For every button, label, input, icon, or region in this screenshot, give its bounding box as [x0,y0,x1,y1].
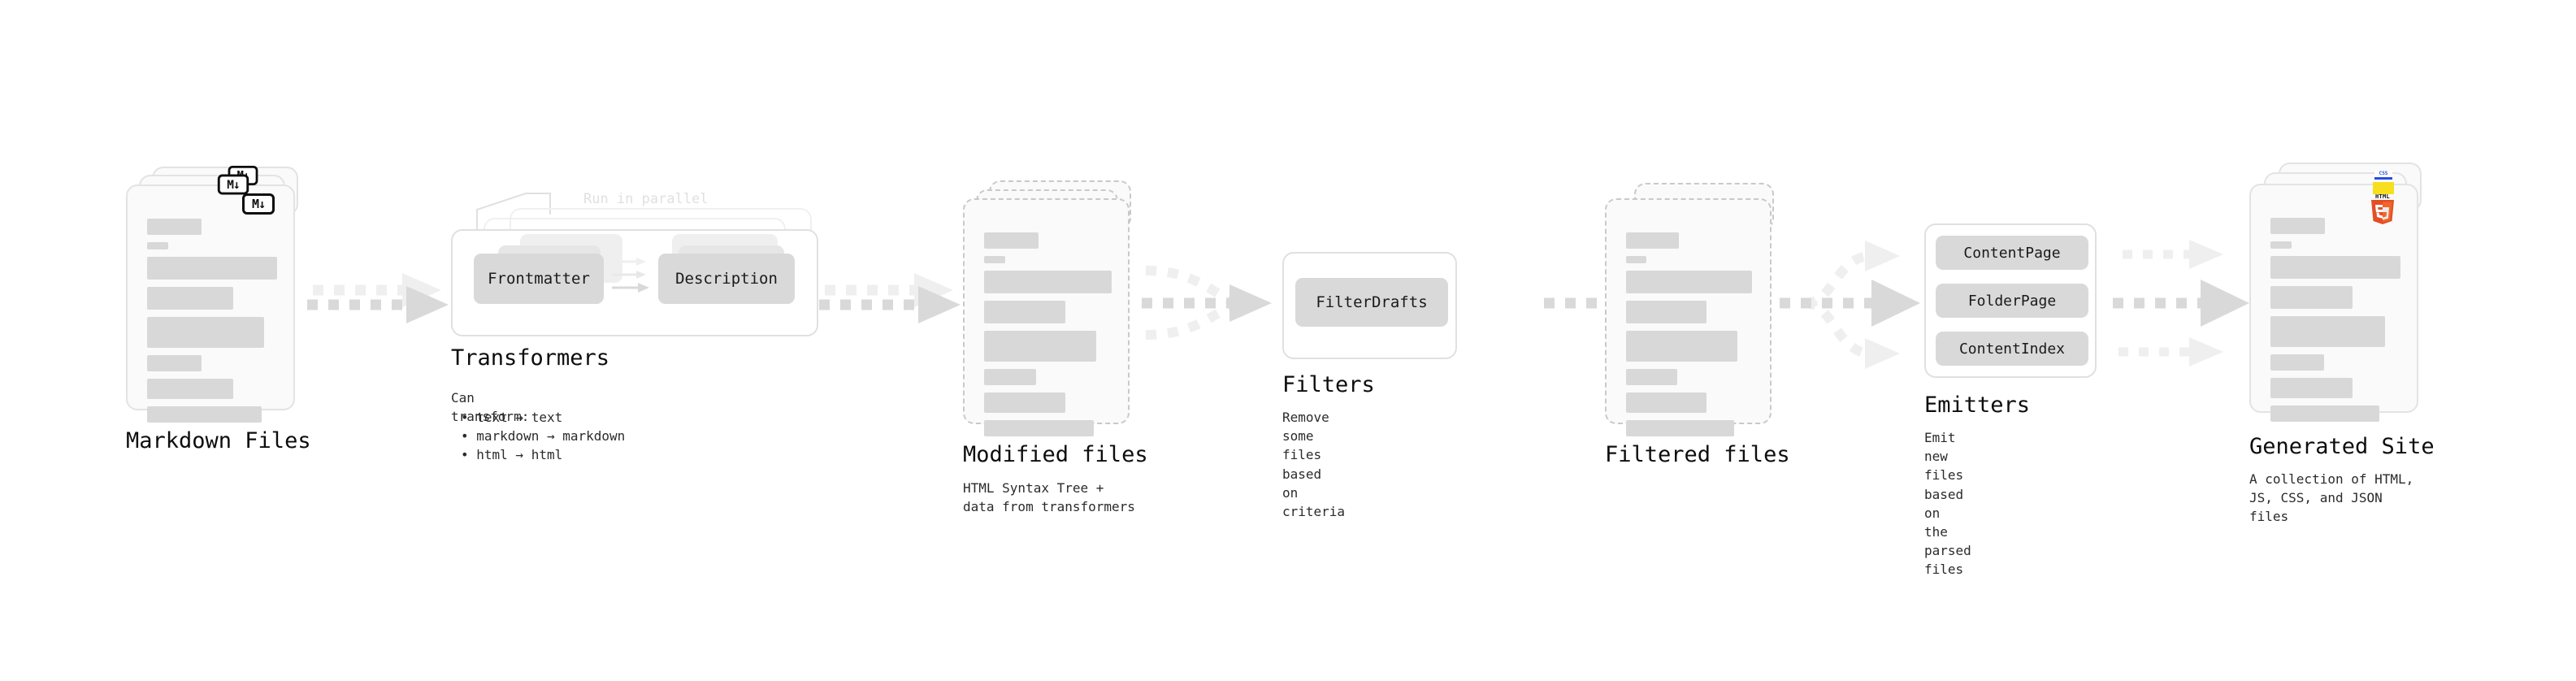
filtered-file-front [1605,198,1772,436]
bullet-text: • text → text [461,410,563,425]
stage-modified-files: Modified files HTML Syntax Tree + data f… [963,180,1148,514]
chip-contentpage[interactable]: ContentPage [1936,236,2088,270]
placeholder-bars [1626,232,1754,444]
markdown-file-front [126,184,295,423]
markdown-badge-back-1: M↓ [217,174,249,195]
chip-description[interactable]: Description [658,254,795,304]
arrow-markdown-to-transformers [307,273,449,323]
modified-files-subtitle: HTML Syntax Tree + data from transformer… [963,480,1135,515]
arrow-filtered-to-emitters [1780,241,1920,369]
transformer-internal-arrows [612,258,649,293]
stage-generated-site: CSS HTML Generated Site A collection of … [2249,163,2435,524]
generated-site-subtitle: A collection of HTML, JS, CSS, and JSON … [2249,471,2414,525]
run-in-parallel-note: Run in parallel [583,191,709,207]
chip-folderpage-label: FolderPage [1967,292,2057,310]
chip-folderpage[interactable]: FolderPage [1936,284,2088,318]
bullet-html: • html → html [461,447,563,463]
markdown-badge-front: M↓ [242,193,275,215]
transformers-bullet-list: • text → text • markdown → markdown • ht… [461,408,625,465]
css-badge-label: CSS [2379,171,2388,176]
filters-box: FilterDrafts [1282,252,1457,359]
css-badge: CSS [2374,171,2392,180]
html5-shield-icon [2371,200,2394,224]
stage-markdown-files: M↓ M↓ M↓ Markdown Files [126,166,311,453]
chip-contentpage-label: ContentPage [1963,244,2061,262]
stage-title-modified-files: Modified files [963,442,1148,467]
modified-file-stack [963,180,1138,436]
chip-contentindex-label: ContentIndex [1958,340,2066,358]
stage-title-transformers: Transformers [451,345,610,371]
stage-title-emitters: Emitters [1924,393,2031,418]
placeholder-bars [2270,218,2400,429]
arrow-transformers-to-modified [819,273,961,323]
chip-filterdrafts[interactable]: FilterDrafts [1295,278,1448,327]
html5-badge: HTML [2370,193,2396,224]
stage-title-generated-site: Generated Site [2249,434,2435,459]
emitters-subtitle: Emit new files based on the parsed files [1924,430,1971,578]
stage-title-markdown-files: Markdown Files [126,428,311,453]
js-badge [2373,182,2394,194]
html5-badge-label: HTML [2374,193,2391,200]
emitters-box: ContentPage FolderPage ContentIndex [1924,223,2097,378]
chip-frontmatter-label: Frontmatter [488,270,590,288]
markdown-file-stack: M↓ M↓ M↓ [126,166,301,423]
parallel-bracket [476,193,551,242]
stage-title-filtered-files: Filtered files [1605,442,1790,467]
chip-description-label: Description [675,270,778,288]
bullet-markdown: • markdown → markdown [461,428,626,445]
filtered-file-stack [1605,180,1780,436]
chip-filterdrafts-label: FilterDrafts [1316,293,1428,311]
generated-site-front [2249,184,2418,422]
arrow-modified-to-filters [1142,266,1272,340]
transformers-subtitle: Can transform: [451,390,530,425]
chip-frontmatter[interactable]: Frontmatter [474,254,604,304]
stage-title-filters: Filters [1282,372,1375,397]
stage-filtered-files: Filtered files [1605,180,1790,467]
placeholder-bars [984,232,1112,444]
generated-site-stack: CSS HTML [2249,163,2428,422]
filters-subtitle: Remove some files based on criteria [1282,410,1346,519]
modified-file-front [963,198,1130,436]
placeholder-bars [147,219,277,430]
arrow-emitters-to-site [2113,240,2249,367]
chip-contentindex[interactable]: ContentIndex [1936,332,2088,366]
